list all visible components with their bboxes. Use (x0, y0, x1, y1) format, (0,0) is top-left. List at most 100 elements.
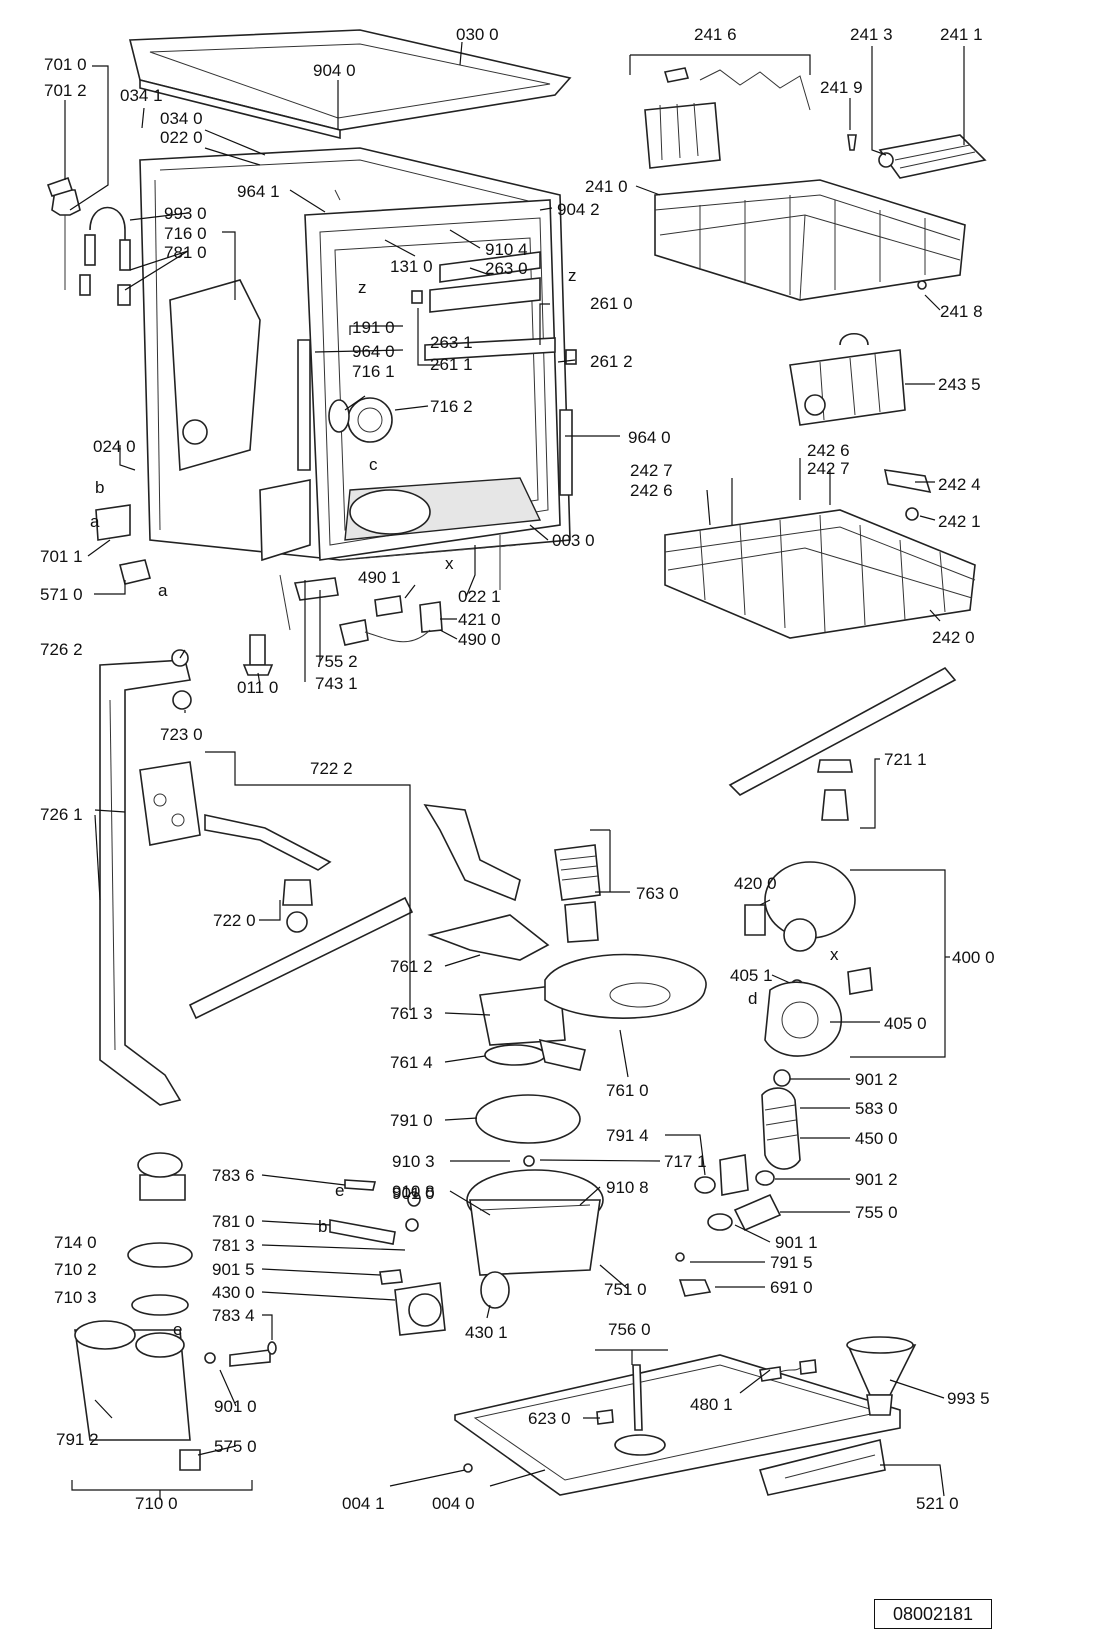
circulation-motor (744, 861, 873, 1057)
label-9042: 904 2 (557, 200, 600, 219)
label-9012: 901 2 (855, 1070, 898, 1089)
label-2630: 263 0 (485, 259, 528, 278)
label-7162: 716 2 (430, 397, 473, 416)
marker-d: d (748, 989, 757, 1008)
label-5710: 571 0 (40, 585, 83, 604)
label-4300: 430 0 (212, 1283, 255, 1302)
label-9935: 993 5 (947, 1389, 990, 1408)
top-worktop (128, 29, 572, 140)
label-2410: 241 0 (585, 177, 628, 196)
label-7230: 723 0 (160, 725, 203, 744)
label-7211: 721 1 (884, 750, 927, 769)
label-7012: 701 2 (44, 81, 87, 100)
label-7836: 783 6 (212, 1166, 255, 1185)
label-7011: 701 1 (40, 547, 83, 566)
cabinet-frame (139, 147, 577, 631)
label-7222: 722 2 (310, 759, 353, 778)
label-7560: 756 0 (608, 1320, 651, 1339)
sump-assembly (466, 1094, 604, 1309)
marker-x-2: x (830, 945, 839, 964)
heater-hoses (675, 1069, 801, 1297)
drain-pump (204, 1179, 446, 1367)
label-9108b: 910 8 (606, 1178, 649, 1197)
part-labels: 030 0 904 0 701 0 701 2 034 1 034 0 022 … (40, 25, 995, 1513)
label-9108: 910 8 (392, 1182, 435, 1201)
label-0110: 011 0 (237, 678, 278, 697)
label-4801: 480 1 (690, 1395, 733, 1414)
label-7914: 791 4 (606, 1126, 649, 1145)
label-7550: 755 0 (855, 1203, 898, 1222)
label-7010: 701 0 (44, 55, 87, 74)
label-4301: 430 1 (465, 1323, 508, 1342)
label-2427b: 242 7 (807, 459, 850, 478)
label-0030: 003 0 (552, 531, 595, 550)
upper-basket (644, 67, 987, 301)
label-7810: 781 0 (164, 243, 207, 262)
label-0300: 030 0 (456, 25, 499, 44)
lower-basket (664, 469, 976, 639)
marker-b: b (95, 478, 104, 497)
label-7161: 716 1 (352, 362, 395, 381)
label-9015: 901 5 (212, 1260, 255, 1279)
label-7810b: 781 0 (212, 1212, 255, 1231)
label-7614: 761 4 (390, 1053, 433, 1072)
marker-z-2: z (568, 266, 577, 285)
label-2610: 261 0 (590, 294, 633, 313)
label-9930: 993 0 (164, 204, 207, 223)
label-2612: 261 2 (590, 352, 633, 371)
label-4200: 420 0 (734, 874, 777, 893)
drawing-number-box: 08002181 (874, 1599, 992, 1629)
label-4210: 421 0 (458, 610, 501, 629)
label-9040: 904 0 (313, 61, 356, 80)
lower-spray-arm (188, 814, 414, 1020)
marker-x: x (445, 554, 454, 573)
label-2426: 242 6 (807, 441, 850, 460)
control-panel (758, 1439, 886, 1496)
drain-connector (119, 559, 274, 676)
label-7431: 743 1 (315, 674, 358, 693)
marker-a-2: a (158, 581, 168, 600)
label-1910: 191 0 (352, 318, 395, 337)
label-2420: 242 0 (932, 628, 975, 647)
rinse-aid-funnel (846, 1336, 917, 1416)
label-2416: 241 6 (694, 25, 737, 44)
label-2418: 241 8 (940, 302, 983, 321)
label-0341: 034 1 (120, 86, 163, 105)
label-4500: 450 0 (855, 1129, 898, 1148)
marker-b-2: b (318, 1217, 327, 1236)
label-4000: 400 0 (952, 948, 995, 967)
label-7262: 726 2 (40, 640, 83, 659)
softener-unit (74, 1152, 201, 1471)
door-lock (293, 577, 339, 601)
label-7100: 710 0 (135, 1494, 178, 1513)
coarse-filter (544, 844, 707, 1019)
label-7220: 722 0 (213, 911, 256, 930)
label-4900: 490 0 (458, 630, 501, 649)
marker-a: a (90, 512, 100, 531)
drawing-number: 08002181 (892, 1604, 974, 1624)
label-7630: 763 0 (636, 884, 679, 903)
label-2426b: 242 6 (630, 481, 673, 500)
marker-c: c (369, 455, 378, 474)
label-5830: 583 0 (855, 1099, 898, 1118)
label-9640b: 964 0 (628, 428, 671, 447)
label-4050: 405 0 (884, 1014, 927, 1033)
label-0041: 004 1 (342, 1494, 385, 1513)
leader-lines (64, 41, 965, 1500)
label-2435: 243 5 (938, 375, 981, 394)
label-7910: 791 0 (390, 1111, 433, 1130)
label-5750: 575 0 (214, 1437, 257, 1456)
label-9104: 910 4 (485, 240, 528, 259)
door-switch (339, 595, 443, 646)
label-2419: 241 9 (820, 78, 863, 97)
label-7261: 726 1 (40, 805, 83, 824)
label-6910: 691 0 (770, 1278, 813, 1297)
label-4901: 490 1 (358, 568, 401, 587)
label-7552: 755 2 (315, 652, 358, 671)
supply-pipe (423, 804, 586, 1071)
label-2421: 242 1 (938, 512, 981, 531)
marker-e-2: e (173, 1320, 182, 1339)
label-5210: 521 0 (916, 1494, 959, 1513)
label-2611: 261 1 (430, 355, 473, 374)
